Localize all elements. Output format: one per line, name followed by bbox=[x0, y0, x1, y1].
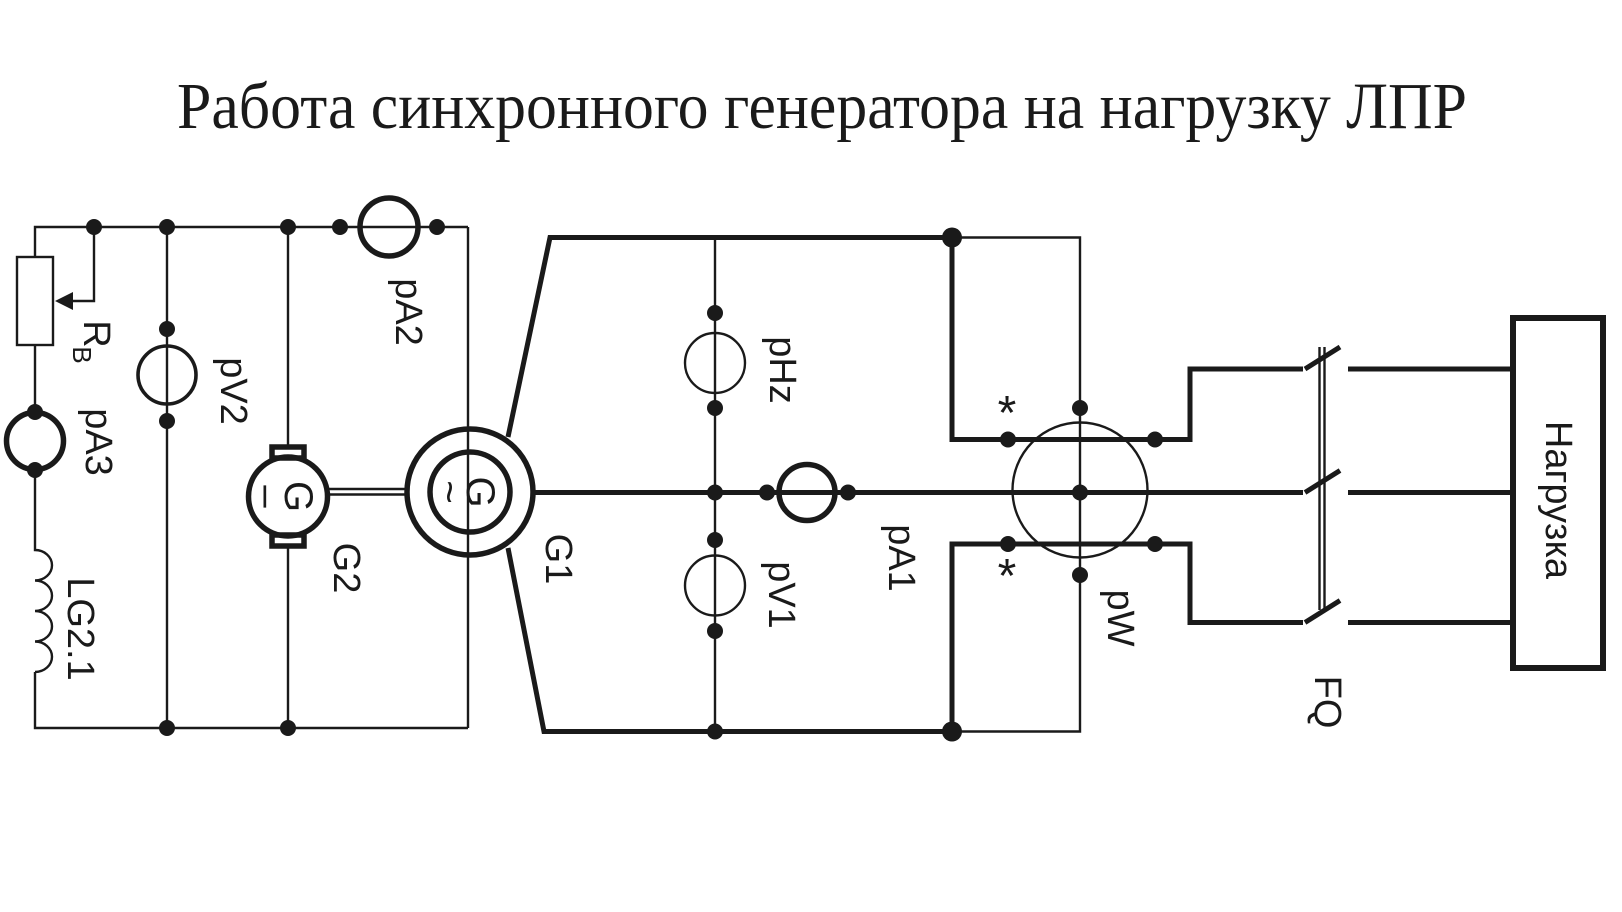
rheostat-label-main: R bbox=[75, 320, 117, 347]
load-label: Нагрузка bbox=[1537, 421, 1579, 580]
g2-inner-letter: G bbox=[276, 481, 320, 512]
switch-blade-middle bbox=[1303, 468, 1342, 495]
voltmeter-pv1-label: pV1 bbox=[760, 561, 802, 629]
g1-ac-sign: ~ bbox=[427, 480, 471, 503]
switch-linkage-bar bbox=[1318, 347, 1326, 610]
load-box bbox=[1510, 315, 1606, 671]
wattmeter-top-current-path bbox=[949, 237, 1303, 442]
exciter-g2-symbol: G – bbox=[245, 444, 331, 549]
g1-stator bbox=[404, 426, 536, 558]
rheostat-wiper-arrow bbox=[55, 292, 73, 310]
voltmeter-pv2-symbol bbox=[136, 344, 198, 406]
wattmeter-voltage-wire bbox=[952, 236, 1082, 733]
phase-top-bus bbox=[505, 235, 952, 438]
top-wire bbox=[33, 225, 468, 257]
g1-inner-letter: G bbox=[458, 476, 502, 507]
rheostat-label-sub: В bbox=[67, 346, 97, 363]
rheostat-label: R В bbox=[67, 320, 117, 363]
wattmeter-polarity-star-top: * bbox=[998, 387, 1017, 440]
phase-bottom-bus bbox=[505, 547, 952, 734]
voltmeter-pv2-label: pV2 bbox=[212, 357, 254, 425]
g2-body bbox=[245, 454, 331, 539]
inductor-label: LG2.1 bbox=[59, 577, 101, 681]
shaft-coupling bbox=[328, 487, 408, 496]
bottom-wire bbox=[33, 672, 468, 730]
three-phase-wires bbox=[505, 235, 1513, 734]
switch-fq-label: FQ bbox=[1306, 676, 1348, 729]
wattmeter-polarity-star-bottom: * bbox=[998, 550, 1017, 603]
wattmeter-bottom-current-path bbox=[949, 541, 1303, 732]
ammeter-pa3-symbol bbox=[3, 409, 67, 473]
generator-g1-symbol: G ~ bbox=[404, 426, 536, 558]
wattmeter-pw-symbol bbox=[1011, 421, 1149, 559]
rheostat-body bbox=[15, 255, 55, 347]
switch-blade-bottom bbox=[1303, 598, 1342, 625]
exciter-g2-label: G2 bbox=[325, 543, 367, 594]
rheostat-wiper-wire bbox=[70, 227, 96, 303]
switch-fq bbox=[1303, 344, 1342, 625]
ammeter-pa1-symbol bbox=[776, 461, 838, 524]
ammeter-pa2-symbol bbox=[357, 195, 421, 259]
wattmeter-pw-label: pW bbox=[1099, 590, 1141, 647]
freqmeter-phz-symbol bbox=[683, 331, 747, 395]
junction-dots bbox=[27, 219, 1163, 742]
generator-g1-label: G1 bbox=[537, 534, 579, 585]
g2-dc-sign: – bbox=[246, 485, 290, 508]
voltmeter-pv1-symbol bbox=[683, 554, 747, 617]
ammeter-pa2-label: pA2 bbox=[387, 278, 429, 346]
diagram-title: Работа синхронного генератора на нагрузк… bbox=[177, 70, 1467, 143]
excitation-loop-wires bbox=[15, 225, 470, 730]
ammeter-pa1-label: pA1 bbox=[880, 524, 922, 592]
inductor-coil bbox=[33, 477, 54, 674]
g1-rotor bbox=[427, 449, 513, 535]
freqmeter-phz-label: pHz bbox=[761, 336, 803, 404]
switch-blade-top bbox=[1303, 344, 1342, 372]
ammeter-pa3-label: pA3 bbox=[77, 408, 119, 476]
